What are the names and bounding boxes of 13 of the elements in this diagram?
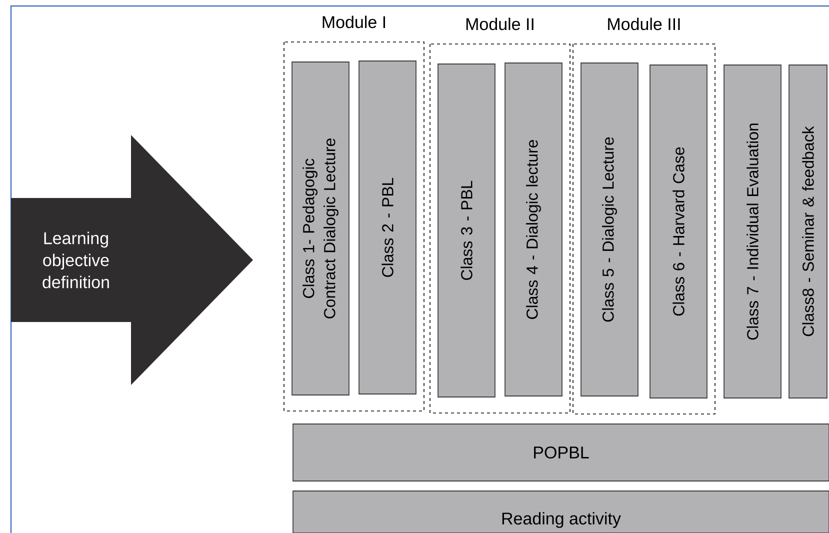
class-box: Class 5 - Dialogic Lecture: [580, 62, 638, 396]
class-box: Class 6 - Harvard Case: [650, 64, 708, 398]
module-heading: Module II: [466, 18, 534, 30]
class-box: Class 4 - Dialogic lecture: [504, 62, 562, 396]
class-box: Class8 - Seminar & feedback: [788, 64, 828, 398]
class-box: Class 1- Pedagogic Contract Dialogic Lecture: [292, 62, 350, 396]
class-box: Class 7 - Individual Evaluation: [724, 64, 782, 398]
module-heading: Module I: [322, 16, 385, 28]
activity-band: POPBL: [292, 424, 829, 482]
class-box: Class 2 - PBL: [358, 60, 416, 394]
activity-band: Reading activity: [292, 490, 829, 533]
class-box: Class 3 - PBL: [438, 64, 496, 398]
module-heading: Module III: [608, 18, 680, 30]
